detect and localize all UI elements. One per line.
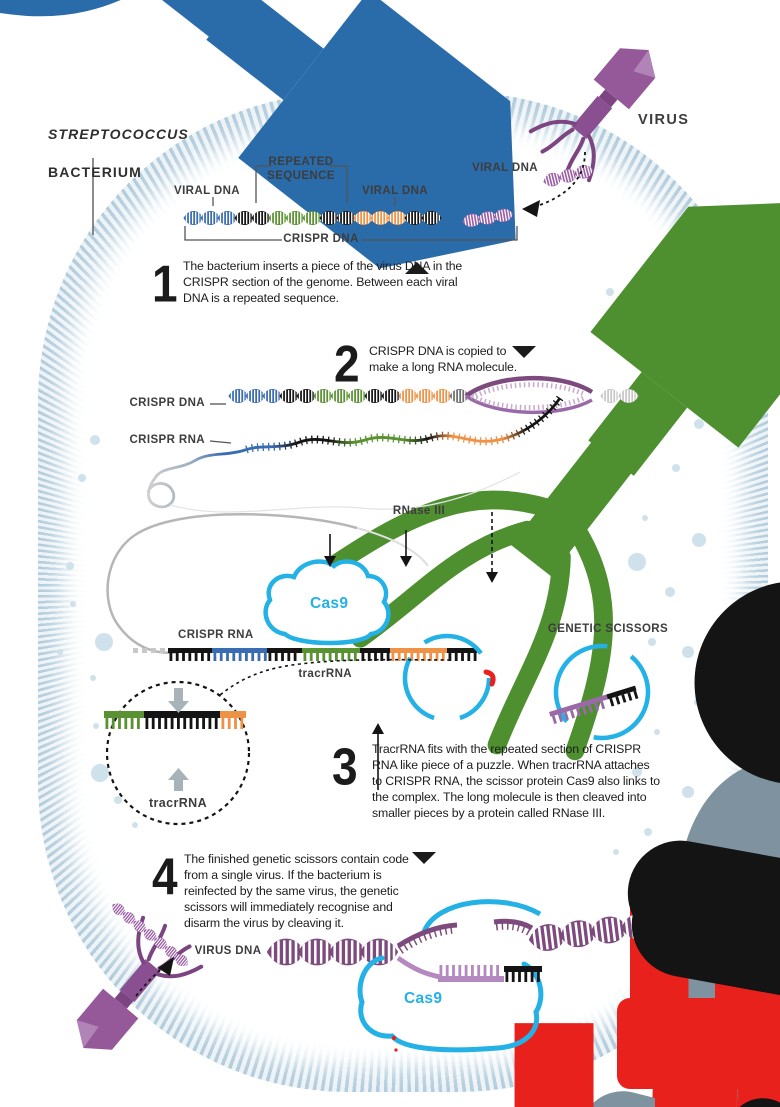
tracr-pointer-arrow [372, 723, 384, 790]
viral-dna-label-2: VIRAL DNA [361, 185, 429, 197]
step1-triangle-up [405, 262, 429, 274]
transcription-bubble [464, 376, 594, 414]
virus-icon [528, 48, 656, 183]
rna-dot-2 [394, 1048, 398, 1052]
opened-virus-dna [396, 918, 534, 980]
rnase-arrow-2 [486, 512, 498, 583]
viral-dna-label-1: VIRAL DNA [173, 185, 241, 197]
step4-number: 4 [152, 847, 178, 906]
step3-text: TracrRNA fits with the repeated section … [372, 742, 660, 820]
genetic-scissors-label: GENETIC SCISSORS [547, 623, 669, 635]
crispr-rna-label-line [209, 440, 232, 444]
step2-text: CRISPR DNA is copied to make a long RNA … [369, 344, 517, 374]
viral-dna-label-top: VIRAL DNA [471, 162, 539, 174]
crispr-dna-row-label: CRISPR DNA [129, 397, 205, 409]
rna-dot-1 [391, 1035, 397, 1041]
rnase-label: RNase III [392, 505, 446, 517]
reinfection-arrowhead [158, 957, 174, 976]
fit-arrows [168, 688, 189, 791]
step1-brackets [184, 165, 518, 241]
virus-label: VIRUS [638, 112, 690, 128]
reinfection-arrow [135, 966, 165, 997]
repeated-sequence-label: REPEATED SEQUENCE [267, 156, 335, 182]
cut-strand-guide [504, 966, 542, 982]
virus-dna-label: VIRUS DNA [194, 945, 262, 957]
bacterium-genus: STREPTOCOCCUS [48, 125, 189, 142]
rna-loop-fade [356, 527, 429, 567]
crispr-rna-row-label: CRISPR RNA [129, 434, 205, 446]
magnified-tracrrna-label: tracrRNA [148, 796, 208, 810]
step2-number: 2 [334, 334, 360, 393]
cas9-blob-bottom [357, 955, 544, 1053]
cas9-label-1: Cas9 [310, 595, 349, 612]
cut-strand-light [438, 965, 504, 982]
guide-rna-strand [549, 685, 639, 724]
magnifier-connector [205, 658, 453, 709]
step4-text: The finished genetic scissors contain co… [184, 852, 409, 930]
bacterium-name: BACTERIUM [48, 163, 142, 180]
tracrrna-label: tracrRNA [298, 668, 352, 680]
step1-text: The bacterium inserts a piece of the vir… [183, 259, 463, 305]
crispr-rna-molecule [146, 395, 564, 513]
cas9-arrow [324, 534, 336, 567]
crispr-dna-row-step1 [183, 211, 441, 225]
cleaved-rna-fragment [483, 669, 496, 687]
cas9-blob [263, 559, 391, 646]
cas9-label-2: Cas9 [404, 990, 443, 1007]
step1-number: 1 [152, 254, 178, 313]
magnified-tracrrna-icon [356, 1023, 780, 1107]
viral-dna-arrow [539, 151, 586, 206]
magnified-rna-strand [104, 711, 246, 729]
rnase-arrow [400, 530, 412, 567]
crispr-rna-strand-label: CRISPR RNA [178, 629, 254, 641]
rna-loop [106, 513, 358, 654]
bacterium-cytoplasm [84, 138, 722, 1046]
crispr-rna-strand [133, 648, 477, 661]
step4-triangle-down [412, 852, 436, 864]
step3-number: 3 [332, 737, 358, 796]
bacterium-label: STREPTOCOCCUS BACTERIUM [48, 106, 189, 182]
cas9-blob-bottom-top-arc [421, 899, 542, 934]
step2-triangle-down [512, 346, 536, 358]
cas9-blob-forming [402, 633, 492, 723]
genetic-scissors-blob [553, 643, 651, 741]
virus-icon-bottom [76, 915, 204, 1050]
viral-dna-arrowhead [522, 200, 540, 217]
crispr-dna-bracket-label: CRISPR DNA [283, 233, 359, 245]
